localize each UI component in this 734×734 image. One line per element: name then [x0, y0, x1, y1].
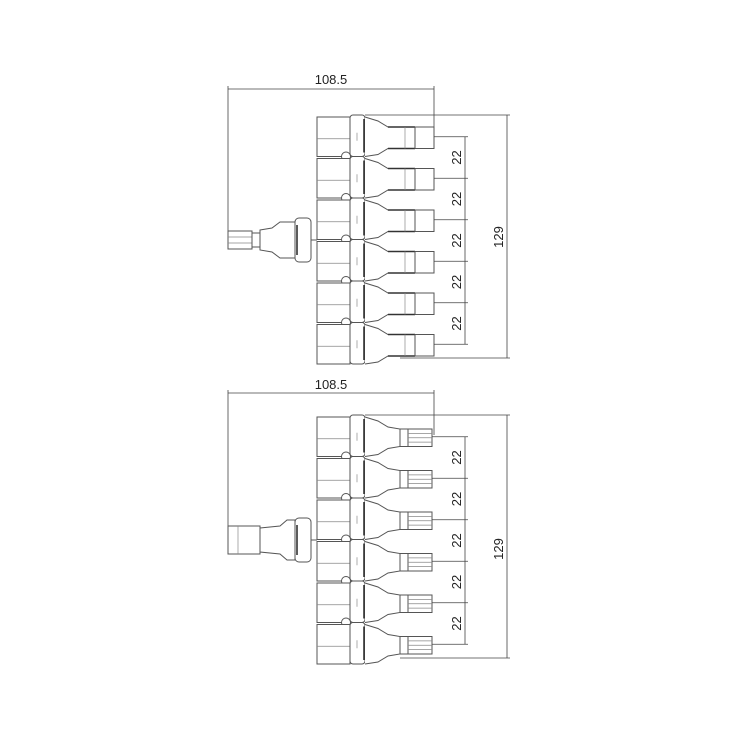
connector-collar	[399, 470, 409, 489]
input-tip	[227, 230, 253, 250]
connector-body	[364, 282, 416, 323]
coupling-nut	[349, 622, 366, 665]
pitch-dimension-label: 22	[449, 192, 464, 206]
connector-collar	[399, 636, 409, 655]
output-connector	[316, 280, 435, 328]
coupling-nut	[349, 280, 366, 323]
housing-block	[316, 582, 351, 623]
coupling-nut	[349, 580, 366, 623]
output-connector	[316, 539, 433, 586]
coupling-nut	[349, 239, 366, 282]
connector-tip	[414, 168, 435, 191]
connector-collar	[399, 511, 409, 530]
output-connector	[316, 622, 433, 665]
housing-block	[316, 624, 351, 665]
output-connector	[316, 156, 435, 203]
pitch-dimension-label: 22	[449, 533, 464, 547]
housing-block	[316, 282, 351, 323]
connector-body	[364, 158, 416, 199]
width-dimension-label: 108.5	[315, 377, 348, 392]
connector-collar	[399, 553, 409, 572]
connector-tip	[414, 292, 435, 315]
pitch-dimension-label: 22	[449, 316, 464, 330]
width-dimension-label: 108.5	[315, 72, 348, 87]
pitch-dimension-label: 22	[449, 575, 464, 589]
drawing-top-female: 108.5 129 22 22 22 22 22	[227, 72, 510, 365]
connector-tip	[414, 251, 435, 274]
coupling-nut	[349, 414, 366, 457]
coupling-nut	[349, 197, 366, 240]
connector-body	[364, 416, 401, 457]
input-connector	[227, 517, 317, 563]
height-dimension-label: 129	[491, 226, 506, 248]
pitch-dimension-label: 22	[449, 275, 464, 289]
connector-body	[364, 541, 401, 582]
output-connector	[316, 239, 435, 286]
input-collar	[251, 232, 261, 248]
pitch-dimension-label: 22	[449, 450, 464, 464]
coupling-nut	[349, 497, 366, 540]
housing-block	[316, 241, 351, 282]
output-connector	[316, 414, 433, 462]
connector-body	[364, 458, 401, 499]
coupling-nut	[349, 539, 366, 582]
output-connector	[316, 114, 435, 162]
connector-body	[364, 116, 416, 157]
connector-tip	[414, 126, 435, 149]
output-connector	[316, 580, 433, 628]
coupling-nut	[349, 322, 366, 365]
coupling-nut	[349, 114, 366, 157]
housing-block	[316, 324, 351, 365]
output-connector	[316, 456, 433, 503]
input-body	[259, 221, 296, 259]
height-dimension-label: 129	[491, 538, 506, 560]
housing-block	[316, 499, 351, 540]
housing-block	[316, 541, 351, 582]
input-tip	[227, 525, 261, 555]
coupling-nut	[349, 456, 366, 499]
connector-body	[364, 241, 416, 282]
housing-block	[316, 199, 351, 240]
input-connector	[227, 217, 317, 263]
pitch-dimension-label: 22	[449, 233, 464, 247]
connector-body	[364, 624, 401, 665]
connector-collar	[399, 428, 409, 447]
connector-body	[364, 582, 401, 623]
pitch-dimension-label: 22	[449, 492, 464, 506]
drawing-bottom-male: 108.5 129 22 22 22 22 22	[227, 377, 510, 665]
connector-body	[364, 199, 416, 240]
output-connector	[316, 497, 433, 545]
connector-body	[364, 499, 401, 540]
connector-collar	[399, 594, 409, 613]
output-connector	[316, 322, 435, 365]
housing-block	[316, 458, 351, 499]
connector-tip	[414, 334, 435, 357]
connector-tip	[414, 209, 435, 232]
pitch-dimension-label: 22	[449, 616, 464, 630]
input-body	[259, 519, 296, 561]
output-connector	[316, 197, 435, 245]
pitch-dimension-label: 22	[449, 150, 464, 164]
housing-block	[316, 158, 351, 199]
housing-block	[316, 416, 351, 457]
coupling-nut	[349, 156, 366, 199]
housing-block	[316, 116, 351, 157]
